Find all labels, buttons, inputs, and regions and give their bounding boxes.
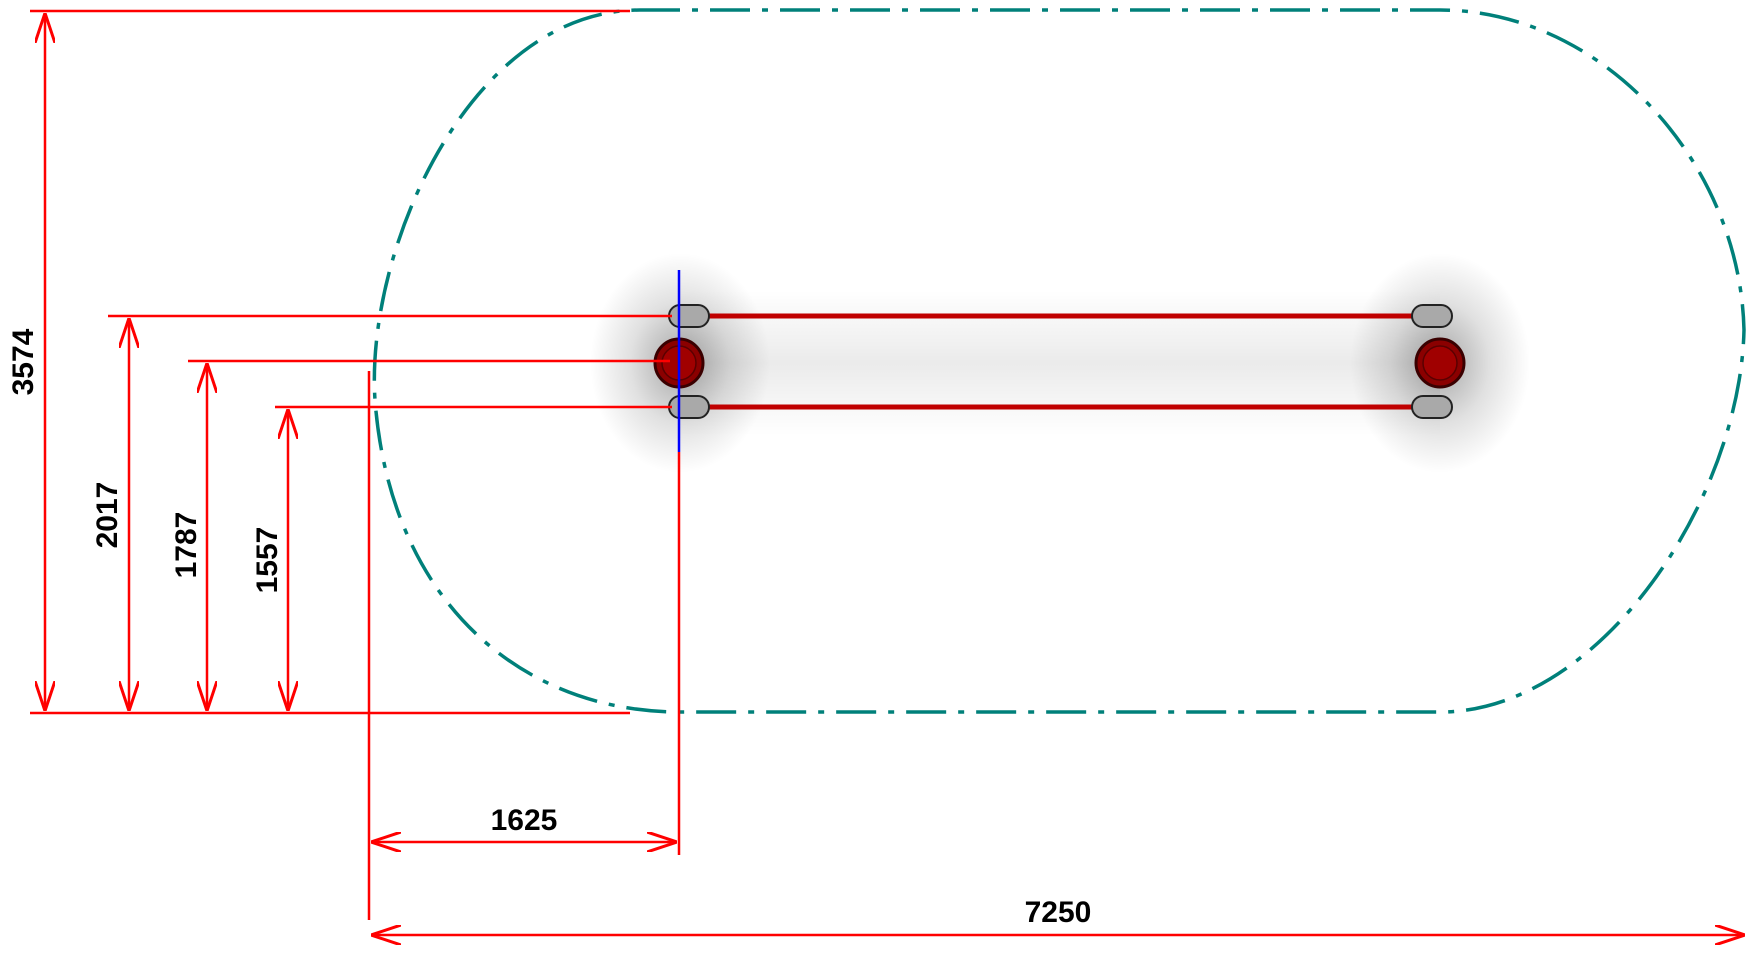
rounded-cap-icon	[1411, 304, 1453, 328]
rounded-cap-icon	[668, 395, 710, 419]
post-height-label: 1787	[170, 512, 203, 579]
dimension-lines	[45, 13, 1745, 935]
shadow-layer	[590, 253, 1530, 473]
overall-length-label: 7250	[1025, 896, 1092, 929]
dimension-labels: 3574 2017 1787 1557 1625 7250	[7, 328, 1091, 929]
post-offset-label: 1625	[491, 804, 558, 837]
posts	[653, 337, 1466, 389]
rails	[690, 313, 1432, 410]
lower-rail-height-label: 1557	[251, 527, 284, 594]
rounded-cap-icon	[1411, 395, 1453, 419]
extension-lines	[30, 9, 681, 920]
safety-zone-outline	[372, 8, 1746, 714]
overall-height-label: 3574	[7, 328, 40, 395]
upper-rail-height-label: 2017	[91, 482, 124, 549]
rounded-cap-icon	[668, 304, 710, 328]
